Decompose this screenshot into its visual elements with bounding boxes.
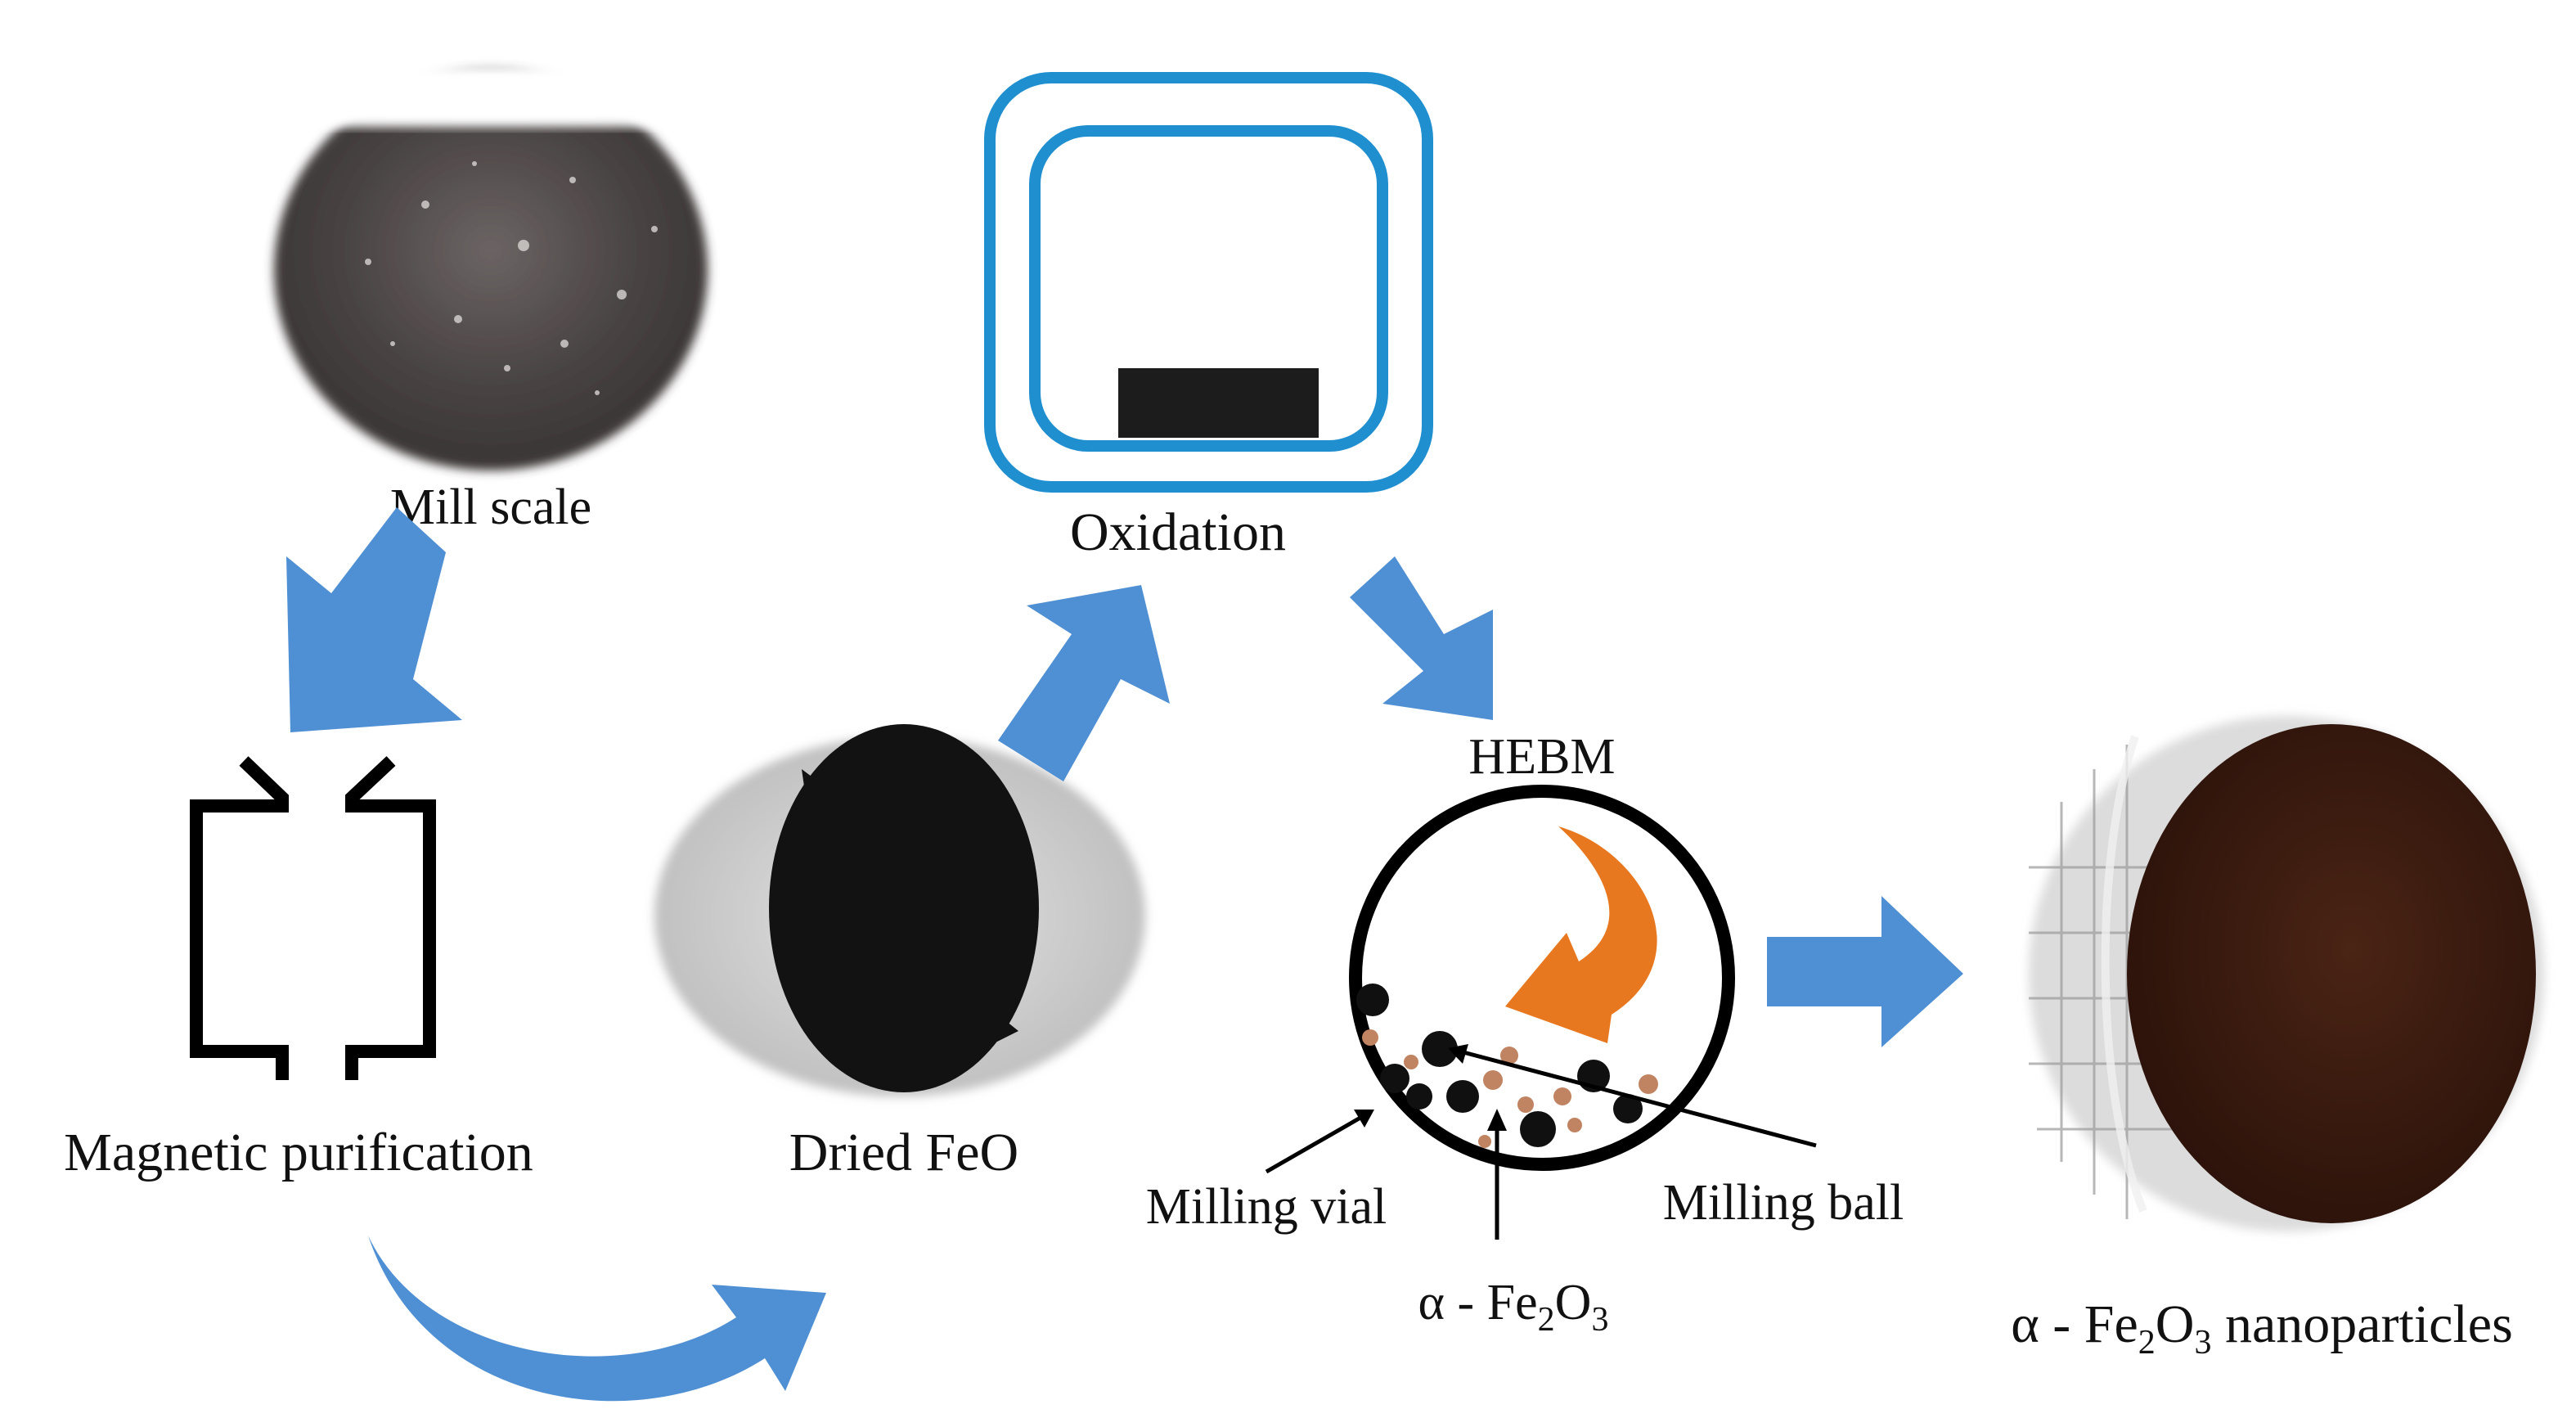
nanoparticles-photo [2029,716,2544,1231]
hebm-label: HEBM [1468,729,1615,785]
milling-ball-label: Milling ball [1663,1175,1904,1231]
flow-arrow-icon [1767,896,1963,1047]
mill-scale-label: Mill scale [390,479,591,535]
flow-arrow-icon [286,507,462,732]
flow-arrow-icon [1350,556,1493,720]
mill-scale-photo [270,65,712,470]
alpha-fe2o3-nanoparticles-label: α - Fe2O3 nanoparticles [2011,1294,2513,1362]
alpha-fe2o3-label: α - Fe2O3 [1418,1275,1609,1339]
oxidation-label: Oxidation [1070,502,1286,562]
milling-balls [1356,984,1643,1147]
magnetic-separator-icon [190,756,436,1080]
rotation-arrow-icon [1505,826,1657,1043]
magnetic-purification-label: Magnetic purification [64,1123,533,1182]
oxide-particles [1362,1029,1658,1148]
flow-arrow-icon [998,585,1170,781]
dried-feo-photo [654,724,1145,1096]
milling-vial-drawing [1265,785,1817,1240]
furnace-icon [984,72,1433,493]
oxidation-sample [1118,368,1319,438]
curved-flow-arrow-icon [368,1236,826,1402]
dried-feo-label: Dried FeO [789,1123,1018,1182]
milling-vial-label: Milling vial [1146,1179,1387,1235]
